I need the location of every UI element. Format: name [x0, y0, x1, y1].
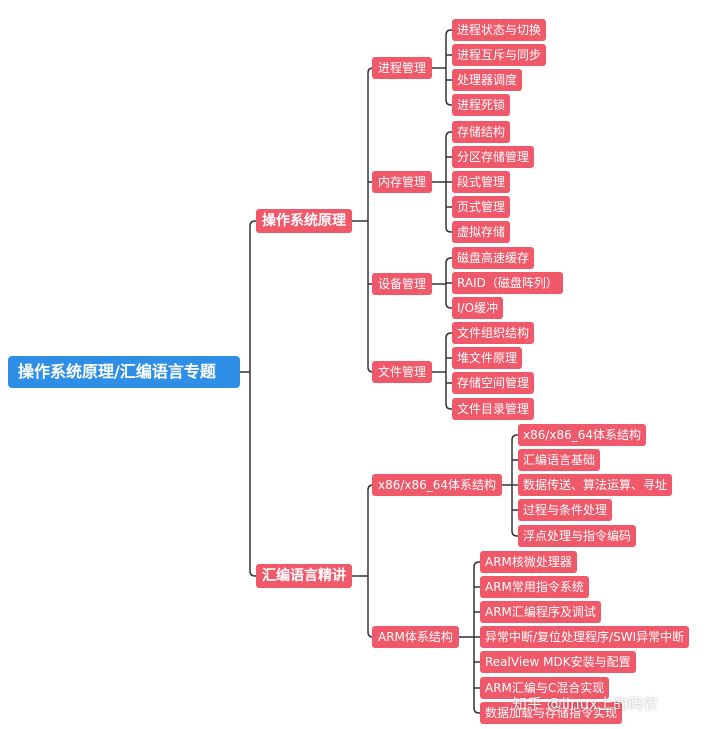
connector-proc-branch-3: [445, 99, 452, 106]
leaf-data-transfer-arith-addressing[interactable]: 数据传送、算法运算、寻址: [518, 474, 673, 496]
leaf-segment-management[interactable]: 段式管理: [452, 171, 511, 193]
leaf-processor-scheduling[interactable]: 处理器调度: [452, 69, 523, 91]
leaf-float-instruction-encoding[interactable]: 浮点处理与指令编码: [518, 525, 637, 547]
leaf-arm-c-mixed[interactable]: ARM汇编与C混合实现: [480, 677, 610, 699]
leaf-process-deadlock[interactable]: 进程死锁: [452, 94, 511, 116]
connector-arm-branch-0: [473, 561, 480, 568]
leaf-file-organization[interactable]: 文件组织结构: [452, 322, 535, 344]
node-arm-architecture[interactable]: ARM体系结构: [372, 626, 459, 648]
leaf-storage-structure[interactable]: 存储结构: [452, 121, 511, 143]
connector-mem-branch-0: [445, 131, 452, 138]
connector-root-branch-0: [249, 220, 256, 227]
leaf-disk-cache[interactable]: 磁盘高速缓存: [452, 247, 535, 269]
leaf-page-management[interactable]: 页式管理: [452, 196, 511, 218]
branch-os-principles[interactable]: 操作系统原理: [256, 209, 352, 233]
branch-assembly-language[interactable]: 汇编语言精讲: [256, 564, 352, 588]
connector-dev-branch-0: [445, 257, 452, 264]
leaf-assembly-basics[interactable]: 汇编语言基础: [518, 449, 601, 471]
node-device-management[interactable]: 设备管理: [372, 273, 433, 295]
leaf-virtual-storage[interactable]: 虚拟存储: [452, 221, 511, 243]
leaf-file-directory[interactable]: 文件目录管理: [452, 398, 535, 420]
leaf-heap-file[interactable]: 堆文件原理: [452, 347, 523, 369]
connector-x86-branch-0: [511, 434, 518, 441]
connector-proc-branch-0: [445, 29, 452, 36]
connector-file-branch-0: [445, 332, 452, 339]
watermark: 知乎 @linux上的码农: [512, 695, 658, 713]
connector-file-branch-3: [445, 403, 452, 410]
leaf-process-state-switch[interactable]: 进程状态与切换: [452, 19, 547, 41]
connector-root-branch-1: [249, 570, 256, 577]
root-node[interactable]: 操作系统原理/汇编语言专题: [8, 356, 240, 388]
leaf-x86-architecture[interactable]: x86/x86_64体系结构: [518, 424, 647, 446]
leaf-io-buffer[interactable]: I/O缓冲: [452, 297, 504, 319]
leaf-arm-assembly-debug[interactable]: ARM汇编程序及调试: [480, 601, 601, 623]
leaf-storage-space-management[interactable]: 存储空间管理: [452, 372, 535, 394]
connector-dev-branch-2: [445, 302, 452, 309]
node-process-management[interactable]: 进程管理: [372, 57, 433, 79]
node-file-management[interactable]: 文件管理: [372, 361, 433, 383]
connector-arm-branch-6: [473, 707, 480, 714]
leaf-raid[interactable]: RAID（磁盘阵列）: [452, 272, 563, 294]
connector-mem-branch-4: [445, 226, 452, 233]
leaf-procedure-conditional[interactable]: 过程与条件处理: [518, 499, 613, 521]
leaf-partition-storage[interactable]: 分区存储管理: [452, 146, 535, 168]
node-memory-management[interactable]: 内存管理: [372, 171, 433, 193]
connector-x86-branch-4: [511, 530, 518, 537]
leaf-arm-instruction-set[interactable]: ARM常用指令系统: [480, 576, 589, 598]
leaf-realview-mdk[interactable]: RealView MDK安装与配置: [480, 651, 636, 673]
leaf-exception-interrupt[interactable]: 异常中断/复位处理程序/SWI异常中断: [480, 626, 690, 648]
leaf-load-store[interactable]: 数据加载与存储指令实现: [480, 702, 623, 724]
node-x86-architecture[interactable]: x86/x86_64体系结构: [372, 474, 503, 496]
leaf-arm-microprocessor[interactable]: ARM核微处理器: [480, 551, 577, 573]
leaf-process-mutex-sync[interactable]: 进程互斥与同步: [452, 44, 547, 66]
